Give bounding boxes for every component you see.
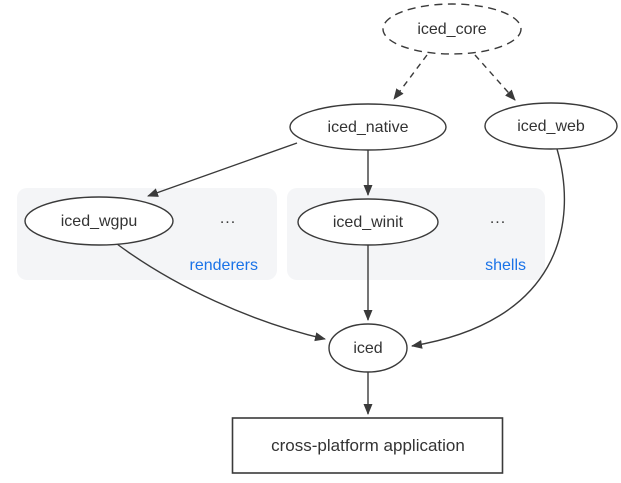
shells-ellipsis: ... — [489, 210, 507, 227]
node-iced-native-label: iced_native — [327, 119, 409, 136]
node-app-label: cross-platform application — [271, 436, 465, 455]
renderers-group-label: renderers — [189, 257, 258, 274]
node-app-shape — [231, 417, 504, 474]
node-iced-web-shape — [484, 102, 618, 150]
renderers-ellipsis: ... — [219, 210, 237, 227]
node-iced-label: iced — [353, 340, 383, 357]
node-iced-core-shape — [382, 3, 522, 55]
node-iced-winit-label: iced_winit — [332, 214, 404, 231]
shells-group-label: shells — [485, 257, 526, 274]
node-iced-wgpu-shape — [24, 196, 174, 246]
node-iced-shape — [328, 323, 408, 373]
edge-wgpu-to-iced — [116, 243, 326, 342]
node-iced-wgpu-label: iced_wgpu — [60, 213, 138, 230]
edge-core-to-native — [393, 54, 428, 100]
edge-core-to-web — [474, 54, 516, 101]
edge-native-to-wgpu — [147, 142, 298, 197]
node-iced-core-label: iced_core — [417, 21, 487, 38]
node-iced-native-shape — [289, 103, 447, 151]
node-iced-winit-shape — [297, 198, 439, 246]
edge-web-to-iced — [411, 148, 566, 349]
node-iced-web-label: iced_web — [517, 118, 585, 135]
